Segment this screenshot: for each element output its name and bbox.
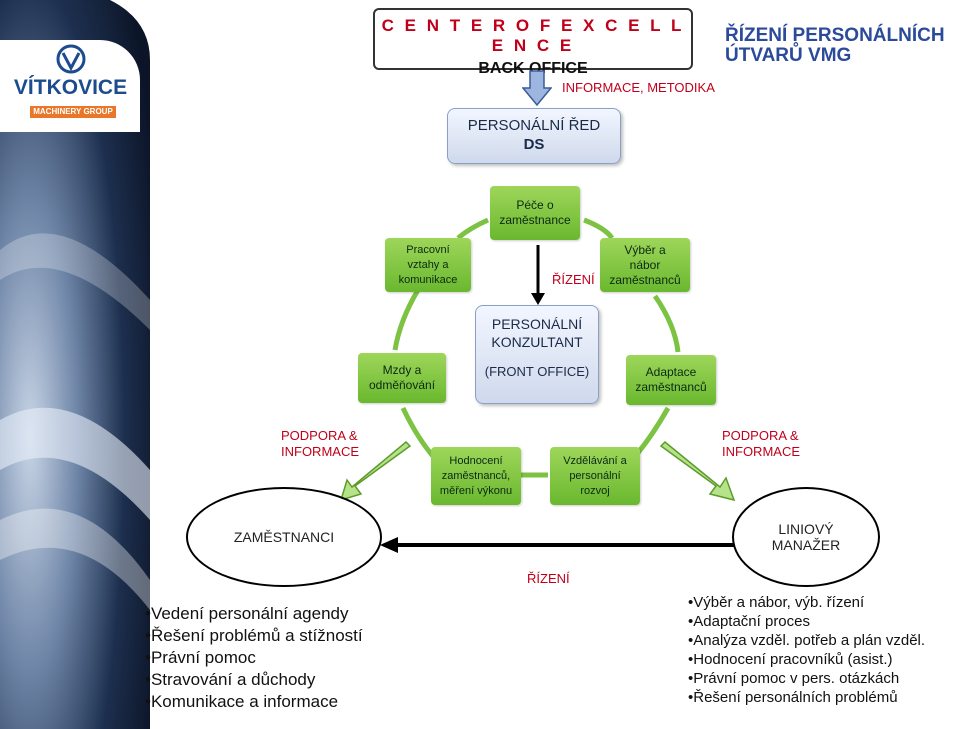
consultant-line-2: KONZULTANT bbox=[491, 334, 583, 350]
center-of-excellence-box: C E N T E R O F E X C E L L E N C E BACK… bbox=[373, 8, 693, 77]
title-line-2: BACK OFFICE bbox=[478, 60, 588, 77]
company-logo: VÍTKOVICE MACHINERY GROUP bbox=[0, 40, 140, 132]
hr-consultant-box: PERSONÁLNÍ KONZULTANT (FRONT OFFICE) bbox=[475, 305, 599, 404]
box-evaluation: Hodnocení zaměstnanců, měření výkonu bbox=[431, 447, 521, 505]
line-manager-ellipse: LINIOVÝ MANAŽER bbox=[732, 487, 880, 587]
control-label-bottom: ŘÍZENÍ bbox=[527, 571, 570, 586]
support-left-line-1: PODPORA & bbox=[281, 428, 358, 443]
support-left-line-2: INFORMACE bbox=[281, 444, 359, 459]
director-line-1: PERSONÁLNÍ ŘED bbox=[467, 117, 601, 134]
manager-line-2: MANAŽER bbox=[771, 537, 841, 553]
heading-line-1: ŘÍZENÍ PERSONÁLNÍCH bbox=[725, 25, 945, 46]
info-label: INFORMACE, METODIKA bbox=[562, 80, 715, 95]
box-employee-care: Péče o zaměstnance bbox=[490, 186, 580, 240]
list-item: •Řešení problémů a stížností bbox=[145, 626, 363, 645]
director-line-2: DS bbox=[523, 136, 545, 153]
logo-subtitle: MACHINERY GROUP bbox=[30, 106, 116, 118]
list-item: •Výběr a nábor, výb. řízení bbox=[688, 594, 865, 611]
list-item: •Stravování a důchody bbox=[145, 670, 316, 689]
list-item: •Komunikace a informace bbox=[145, 692, 339, 711]
heading-line-2: ÚTVARŮ VMG bbox=[725, 45, 852, 66]
box-pay: Mzdy a odměňování bbox=[358, 353, 446, 403]
consultant-line-3: (FRONT OFFICE) bbox=[484, 364, 590, 379]
control-label-top: ŘÍZENÍ bbox=[552, 272, 595, 287]
box-training: Vzdělávání a personální rozvoj bbox=[550, 447, 640, 505]
list-item: •Vedení personální agendy bbox=[145, 604, 349, 623]
list-item: •Právní pomoc v pers. otázkách bbox=[688, 670, 900, 687]
support-arrow-right-icon bbox=[659, 440, 736, 502]
list-item: •Adaptační proces bbox=[688, 613, 810, 630]
logo-word: VÍTKOVICE bbox=[13, 76, 128, 99]
support-right-line-2: INFORMACE bbox=[722, 444, 800, 459]
manager-services-list: •Výběr a nábor, výb. řízení •Adaptační p… bbox=[688, 593, 958, 707]
logo-mark-icon bbox=[56, 44, 86, 74]
box-adaptation: Adaptace zaměstnanců bbox=[626, 355, 716, 405]
support-right-line-1: PODPORA & bbox=[722, 428, 799, 443]
page-heading: ŘÍZENÍ PERSONÁLNÍCH ÚTVARŮ VMG bbox=[725, 26, 959, 66]
list-item: •Řešení personálních problémů bbox=[688, 689, 898, 706]
employee-services-list: •Vedení personální agendy •Řešení problé… bbox=[145, 603, 425, 713]
support-label-left: PODPORA & INFORMACE bbox=[281, 428, 359, 460]
list-item: •Hodnocení pracovníků (asist.) bbox=[688, 651, 893, 668]
consultant-line-1: PERSONÁLNÍ bbox=[491, 316, 583, 332]
support-arrow-left-icon bbox=[339, 440, 412, 502]
support-label-right: PODPORA & INFORMACE bbox=[722, 428, 800, 460]
hr-director-box: PERSONÁLNÍ ŘED DS bbox=[447, 108, 621, 164]
list-item: •Právní pomoc bbox=[145, 648, 256, 667]
down-arrow-icon bbox=[522, 70, 552, 106]
employees-ellipse: ZAMĚSTNANCI bbox=[186, 487, 382, 587]
box-recruitment: Výběr a nábor zaměstnanců bbox=[600, 238, 690, 292]
box-work-relations: Pracovní vztahy a komunikace bbox=[385, 238, 471, 292]
employees-label: ZAMĚSTNANCI bbox=[233, 529, 335, 545]
list-item: •Analýza vzděl. potřeb a plán vzděl. bbox=[688, 632, 926, 649]
title-line-1: C E N T E R O F E X C E L L E N C E bbox=[381, 16, 685, 55]
manager-line-1: LINIOVÝ bbox=[778, 521, 834, 537]
